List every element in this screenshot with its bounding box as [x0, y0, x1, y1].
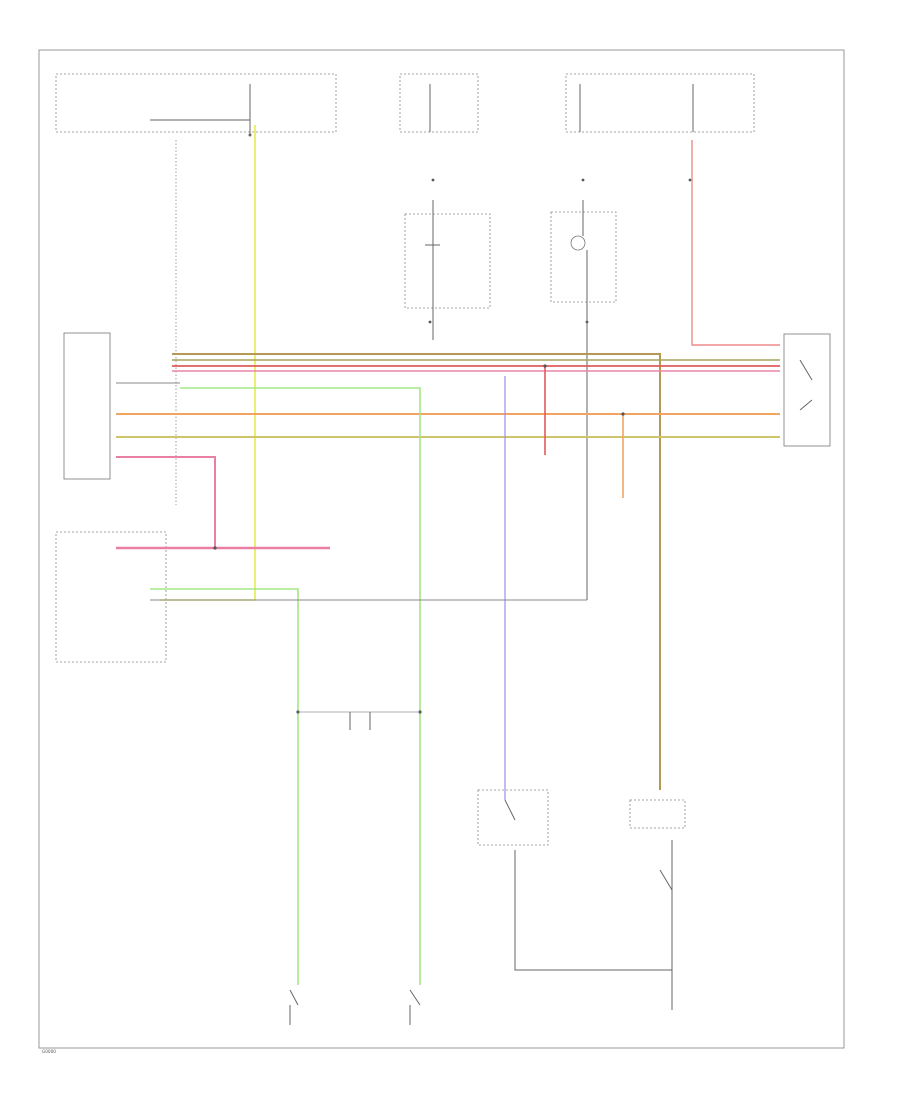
fuse-box-hot-at-all-times [55, 73, 337, 137]
lower-switch-2 [629, 799, 686, 1010]
wire-pink-left [116, 456, 216, 548]
splice-dots [213, 364, 625, 714]
ground-junction [298, 711, 420, 730]
lower-switch-1 [477, 789, 672, 971]
bottom-switch-right [409, 989, 421, 1025]
relay-component [783, 333, 831, 447]
connector-dots [428, 178, 692, 324]
lamp-component [550, 200, 617, 600]
wire-yellow [160, 125, 256, 601]
diagram-id: G0000 [42, 1049, 56, 1054]
fuse-box-2 [399, 73, 479, 133]
lower-control-unit [55, 531, 167, 663]
diagram-frame [38, 49, 845, 1049]
wire-green-lower [150, 588, 299, 985]
left-control-unit [63, 140, 177, 505]
wire-brown [172, 353, 661, 790]
wire-green [180, 387, 421, 985]
wire-pink-drop [691, 140, 780, 346]
fuse-box-3 [565, 73, 755, 133]
switch-component-a [404, 200, 491, 340]
bottom-switch-left [289, 989, 299, 1025]
